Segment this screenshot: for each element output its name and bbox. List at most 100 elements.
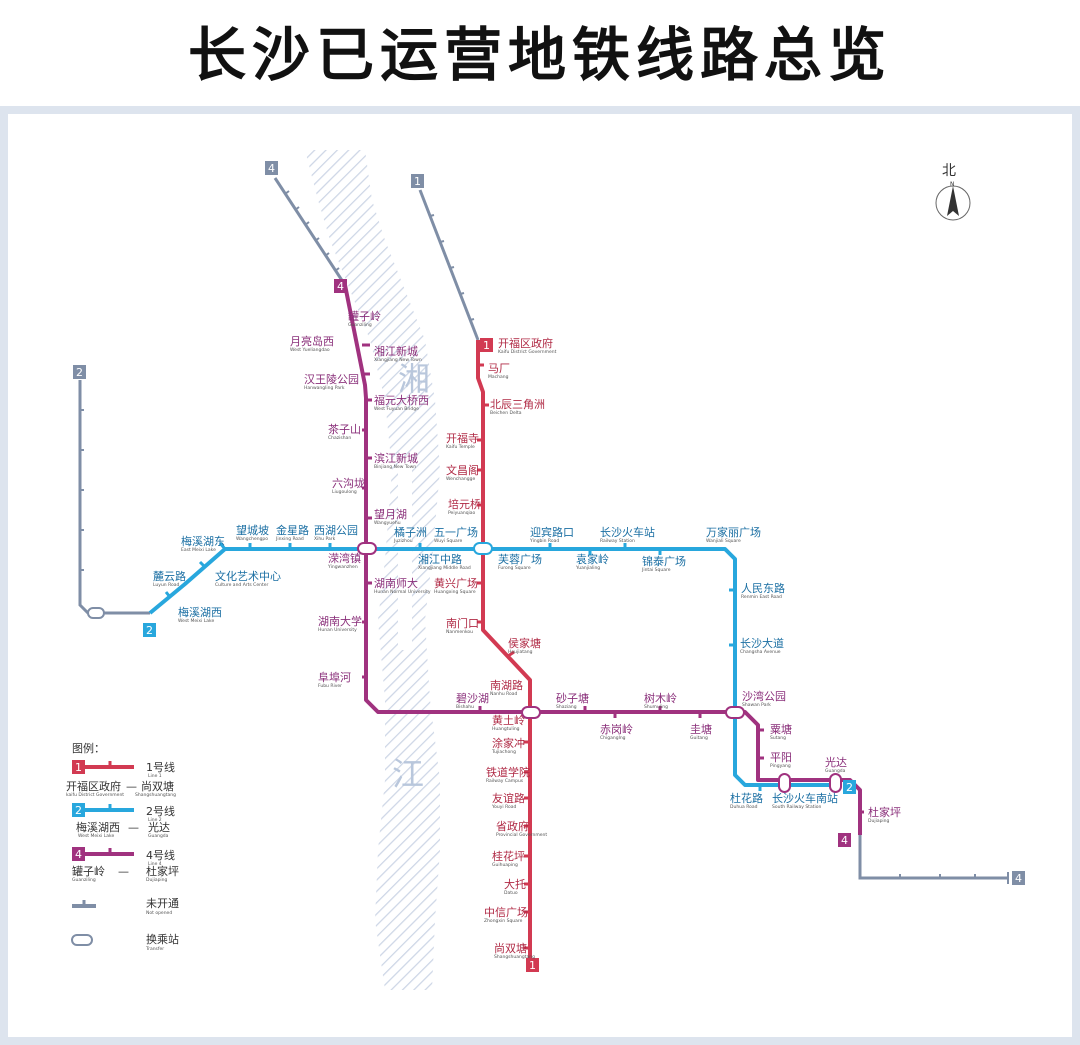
- station-name-en: Nanhu Road: [490, 691, 518, 697]
- transfer-yingwanzhen: [357, 542, 377, 555]
- station-name-en: Yingwanzhen: [327, 564, 358, 570]
- badge-line1-top: 1: [411, 174, 424, 188]
- station-name: 大托: [504, 877, 526, 891]
- metro-map[interactable]: 湘 江 北 N: [8, 114, 1072, 1037]
- unopened-ticks: [80, 190, 1009, 884]
- station-name-en: Shumuling: [644, 704, 668, 710]
- station-name-en: West Fuyuan Bridge: [374, 406, 419, 412]
- station-name-en: Wenchangge: [446, 476, 475, 482]
- station-name-en: Sutang: [770, 735, 786, 741]
- station-name-en: Tujiachong: [491, 749, 516, 755]
- station-name: 汉王陵公园: [304, 373, 359, 386]
- line-2-route[interactable]: [148, 547, 840, 787]
- station-name: 湘江中路: [418, 552, 462, 566]
- svg-text:未开通: 未开通: [146, 897, 179, 910]
- svg-text:2: 2: [846, 781, 853, 794]
- station-name: 茶子山: [328, 423, 361, 436]
- transfer-stations[interactable]: [87, 542, 842, 793]
- svg-text:4: 4: [1015, 872, 1022, 885]
- svg-text:Dujiaping: Dujiaping: [146, 877, 168, 883]
- map-canvas[interactable]: 湘 江 北 N: [8, 114, 1072, 1037]
- station-name: 培元桥: [448, 497, 481, 511]
- station-name-en: Hunan University: [318, 627, 357, 633]
- svg-text:—: —: [118, 865, 129, 878]
- station-name: 省政府: [496, 819, 529, 833]
- station-name: 黄土岭: [492, 713, 525, 727]
- station-name-en: Chazishan: [328, 435, 351, 441]
- station-name-en: Provincial Government: [496, 832, 547, 838]
- svg-text:—: —: [128, 821, 139, 834]
- xiangjiang-river: [305, 150, 440, 990]
- station-name: 望月湖: [374, 508, 407, 521]
- svg-text:4号线: 4号线: [146, 848, 175, 862]
- badge-line2-end: 2: [843, 780, 856, 794]
- station-name-en: Guanziling: [348, 322, 372, 328]
- station-name-en: South Railway Station: [772, 804, 821, 810]
- station-name: 人民东路: [741, 582, 785, 595]
- line-1-route[interactable]: [476, 340, 532, 960]
